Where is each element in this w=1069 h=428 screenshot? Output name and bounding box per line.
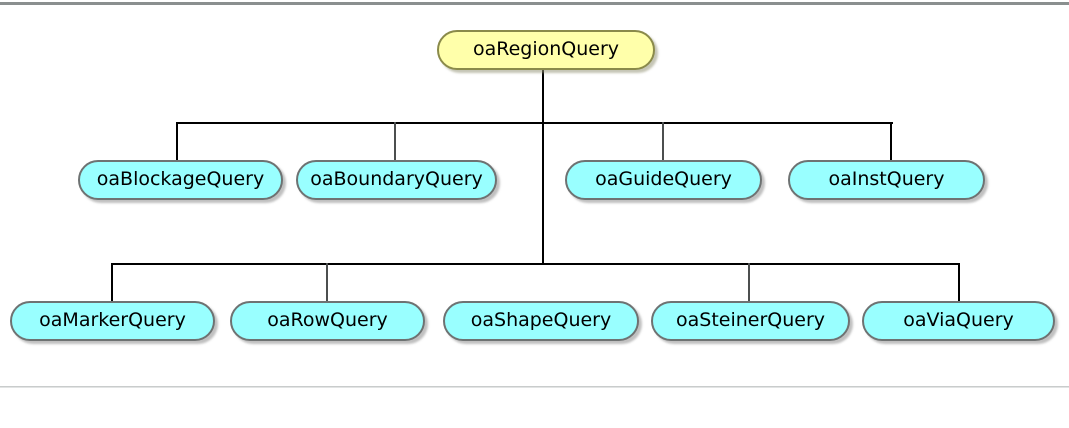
class-node-oaregionquery[interactable]: oaRegionQuery <box>437 30 655 70</box>
connector-drop-oaguidequery <box>662 122 664 162</box>
connector-bus-level-3 <box>111 263 960 265</box>
class-node-label: oaBoundaryQuery <box>310 167 483 190</box>
connector-drop-oasteinerquery <box>748 263 750 303</box>
class-node-oablockagequery[interactable]: oaBlockageQuery <box>78 160 283 200</box>
class-node-oaguidequery[interactable]: oaGuideQuery <box>565 160 762 200</box>
top-divider-rule <box>0 2 1069 5</box>
class-node-oarowquery[interactable]: oaRowQuery <box>230 301 425 341</box>
class-node-label: oaInstQuery <box>828 167 945 190</box>
class-node-oaboundaryquery[interactable]: oaBoundaryQuery <box>296 160 497 200</box>
class-node-label: oaRowQuery <box>267 308 388 331</box>
class-node-oaviaquery[interactable]: oaViaQuery <box>862 301 1055 341</box>
connector-drop-oaviaquery <box>958 263 960 303</box>
connector-drop-oamarkerquery <box>111 263 113 303</box>
class-node-label: oaBlockageQuery <box>96 167 265 190</box>
class-node-label: oaShapeQuery <box>470 308 612 331</box>
connector-drop-oarowquery <box>326 263 328 303</box>
connector-drop-oainstquery <box>890 122 892 162</box>
class-node-label: oaMarkerQuery <box>39 308 186 331</box>
class-node-label: oaGuideQuery <box>595 167 732 190</box>
connector-spine-level-3 <box>542 122 544 265</box>
connector-bus-level-2 <box>176 122 893 124</box>
class-node-oamarkerquery[interactable]: oaMarkerQuery <box>10 301 215 341</box>
connector-drop-oablockagequery <box>176 122 178 162</box>
class-node-oashapequery[interactable]: oaShapeQuery <box>443 301 639 341</box>
connector-root-spine <box>542 70 544 124</box>
class-node-label: oaSteinerQuery <box>675 308 826 331</box>
class-node-oainstquery[interactable]: oaInstQuery <box>788 160 985 200</box>
class-node-label: oaRegionQuery <box>472 37 620 60</box>
bottom-divider-rule <box>0 386 1069 388</box>
connector-drop-oaboundaryquery <box>394 122 396 162</box>
class-node-oasteinerquery[interactable]: oaSteinerQuery <box>651 301 850 341</box>
class-node-label: oaViaQuery <box>903 308 1014 331</box>
